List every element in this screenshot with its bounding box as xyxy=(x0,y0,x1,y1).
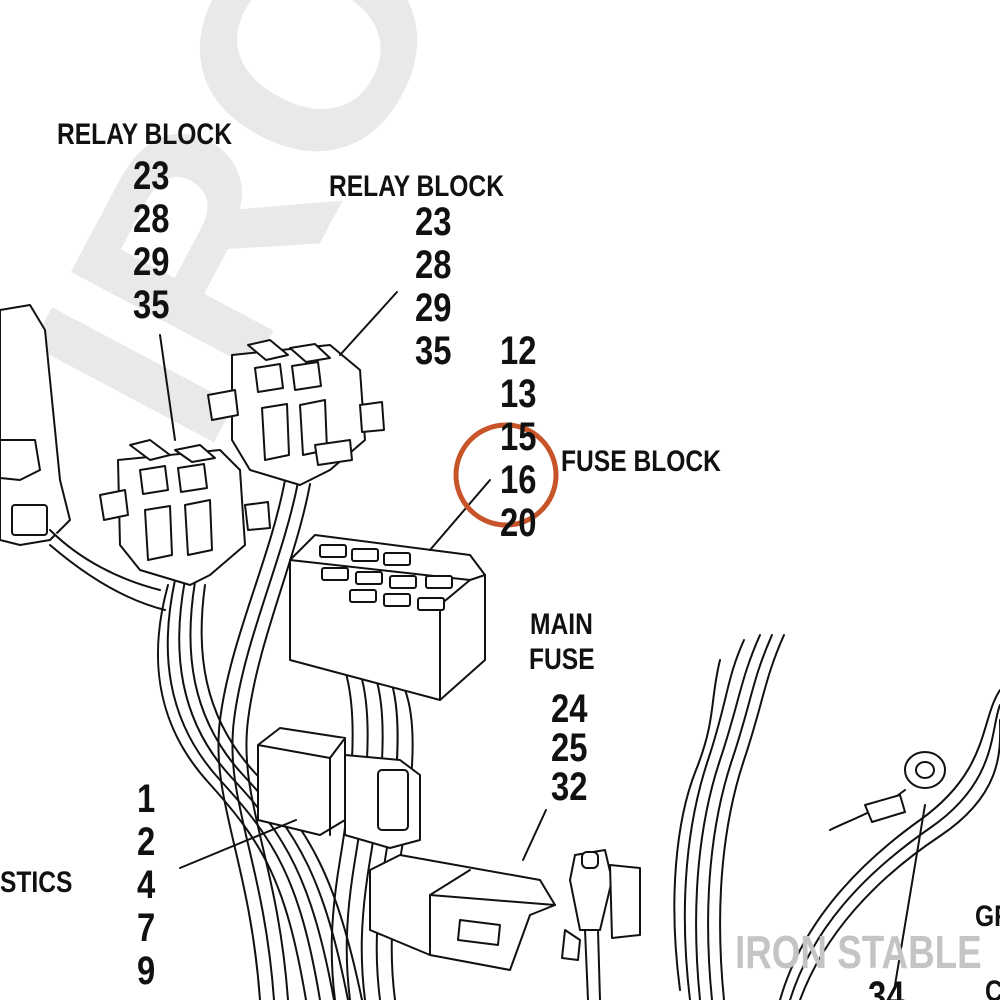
leader-lines xyxy=(159,291,926,986)
ring-terminal-shape xyxy=(829,751,946,831)
ground-title: GR xyxy=(975,900,1000,933)
relay-right-num-1: 23 xyxy=(415,200,452,244)
relay-left-num-3: 29 xyxy=(133,240,170,284)
diagnostics-title: STICS xyxy=(0,866,73,899)
small-connector-shape xyxy=(561,849,641,1000)
left-wire-bundle xyxy=(156,579,363,1000)
relay-block-left-title: RELAY BLOCK xyxy=(57,118,232,151)
fuse-num-4: 16 xyxy=(500,458,537,502)
diag-num-4: 7 xyxy=(137,906,156,950)
diag-num-5: 9 xyxy=(137,949,156,993)
fuse-num-3: 15 xyxy=(500,415,537,459)
relay-right-num-3: 29 xyxy=(415,286,452,330)
main-fuse-num-3: 32 xyxy=(551,765,588,809)
main-fuse-num-2: 25 xyxy=(551,726,588,770)
main-fuse-connector-shape xyxy=(369,854,556,971)
diag-num-1: 1 xyxy=(137,777,156,821)
fuse-num-1: 12 xyxy=(500,329,537,373)
relay-block-left-numbers: 23 28 29 35 xyxy=(133,155,169,327)
relay-block-left-shape xyxy=(99,439,271,586)
ground-cut-letter: C xyxy=(985,975,1000,1000)
main-fuse-numbers: 24 25 32 xyxy=(551,687,588,809)
diagnostics-numbers: 1 2 4 7 9 xyxy=(137,778,155,993)
relay-block-right-numbers: 23 28 29 35 xyxy=(415,201,451,373)
main-fuse-num-1: 24 xyxy=(551,687,588,731)
diagnostics-connector-shape xyxy=(257,727,421,849)
diag-num-2: 2 xyxy=(137,820,156,864)
highlight-circle xyxy=(453,422,559,528)
fuse-block-numbers: 12 13 15 16 20 xyxy=(500,330,536,545)
left-device xyxy=(0,304,166,611)
fuse-num-5: 20 xyxy=(500,501,537,545)
fuse-block-shape xyxy=(289,534,486,701)
fuse-num-2: 13 xyxy=(500,372,537,416)
relay-block-right-title: RELAY BLOCK xyxy=(329,170,504,203)
main-fuse-title-2: FUSE xyxy=(529,643,595,676)
fuse-block-title: FUSE BLOCK xyxy=(561,445,721,478)
ground-number: 34 xyxy=(868,974,905,1000)
main-fuse-title-1: MAIN xyxy=(530,608,593,641)
diag-num-3: 4 xyxy=(137,863,156,907)
relay-left-num-1: 23 xyxy=(133,154,170,198)
relay-left-num-4: 35 xyxy=(133,283,170,327)
right-wire-bundle xyxy=(673,634,1000,1000)
relay-right-num-2: 28 xyxy=(415,243,452,287)
relay-right-num-4: 35 xyxy=(415,329,452,373)
relay-block-right-shape xyxy=(207,339,385,486)
relay-left-num-2: 28 xyxy=(133,197,170,241)
watermark-logo: IRON STABLE xyxy=(735,926,982,978)
